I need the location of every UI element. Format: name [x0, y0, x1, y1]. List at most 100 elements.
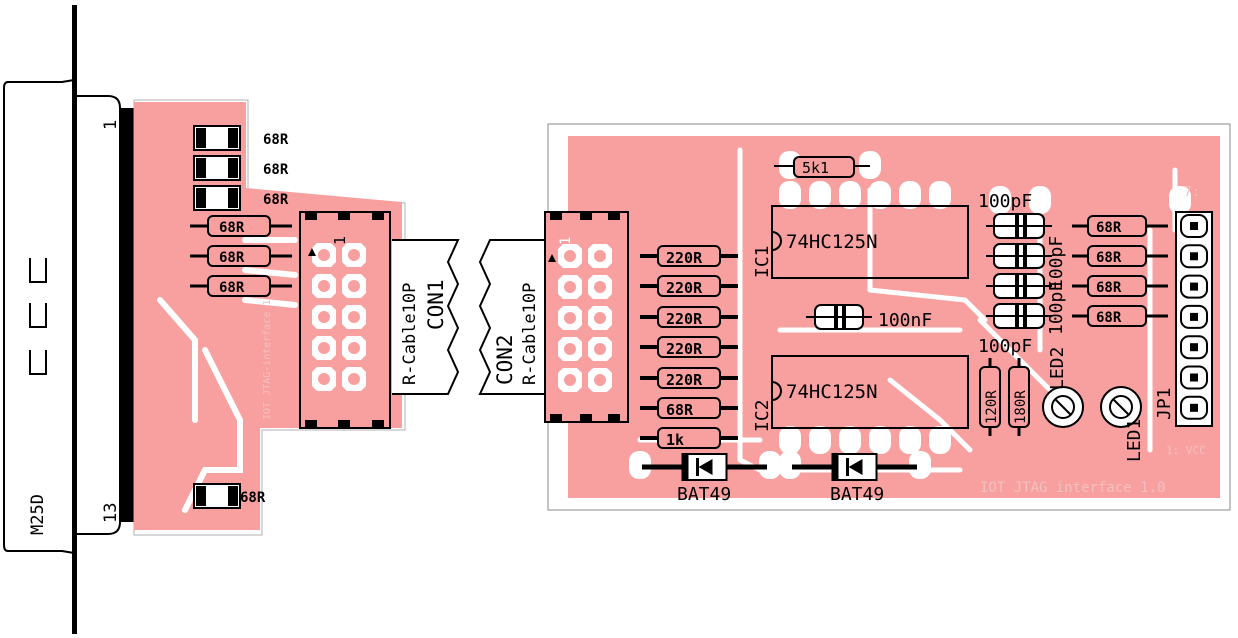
via-pad	[899, 181, 921, 209]
ic1-label: IC1	[752, 245, 773, 278]
con1-type-label: R-Cable10P	[400, 283, 420, 385]
series-resistor: 220R	[640, 245, 738, 267]
left-adapter-board: 1 IOT JTAG-interface 1.0 68R68R68R68R68R…	[133, 99, 406, 536]
series-resistor-label: 68R	[666, 401, 694, 419]
resistor-5k1-label: 5k1	[802, 159, 829, 177]
series-resistor: 220R	[640, 275, 738, 297]
jp1-vcc-label: 1: VCC	[1166, 444, 1206, 457]
con1-label: CON1	[424, 279, 448, 330]
series-resistor-label: 220R	[666, 371, 703, 389]
series-resistor-label: 1k	[666, 431, 684, 449]
via-pad	[869, 181, 891, 209]
via-pad	[779, 181, 801, 209]
right-board-silk-text: IOT JTAG interface 1.0	[980, 480, 1165, 496]
series-resistor: 68R	[640, 397, 738, 419]
filter-cap	[986, 213, 1052, 239]
con1-pin1-label: 1	[331, 236, 349, 245]
left-smd-resistor-label: 68R	[240, 490, 266, 506]
board-vias	[629, 151, 1191, 479]
output-resistor: 68R	[1072, 215, 1168, 237]
cap-label-3: 100pF	[978, 336, 1032, 357]
via-pad	[779, 451, 801, 479]
con2-pads	[558, 244, 612, 392]
output-resistors: 68R 68R 68R 68R	[1072, 215, 1168, 327]
con1-pads	[312, 243, 366, 391]
left-axial-resistor: 68R	[190, 245, 292, 267]
ic2: 74HC125N IC2	[752, 355, 969, 432]
con2-type-label: R-Cable10P	[520, 283, 540, 385]
connector-pin-first: 1	[101, 120, 121, 130]
diode-label-1: BAT49	[830, 484, 884, 505]
series-resistor: 220R	[640, 306, 738, 328]
via-pad	[759, 451, 781, 479]
filter-caps	[986, 213, 1052, 329]
cap-label-2: 100pF	[1046, 281, 1067, 335]
via-pad	[899, 426, 921, 454]
output-resistor: 68R	[1072, 275, 1168, 297]
jp1-pins	[1180, 214, 1208, 420]
ribbon-cable-right: CON2 R-Cable10P	[478, 239, 546, 395]
via-pad	[809, 426, 831, 454]
via-pad	[909, 451, 931, 479]
left-smd-resistor: 68R	[193, 155, 289, 181]
via-pad	[809, 181, 831, 209]
resistor-120r: 120R	[979, 358, 1001, 436]
left-smd-resistor-label: 68R	[263, 192, 289, 208]
via-pad	[629, 451, 651, 479]
via-pad	[989, 186, 1011, 214]
ic1: 74HC125N IC1	[752, 205, 969, 279]
output-resistor-label: 68R	[1096, 250, 1122, 266]
via-pad	[869, 426, 891, 454]
via-pad	[779, 426, 801, 454]
left-smd-resistor: 68R	[193, 125, 289, 151]
series-resistor-label: 220R	[666, 310, 703, 328]
series-resistor: 220R	[640, 336, 738, 358]
left-smd-resistor-label: 68R	[263, 162, 289, 178]
diode-label-0: BAT49	[677, 484, 731, 505]
cap-label-0: 100pF	[978, 191, 1032, 212]
via-pad	[1169, 186, 1191, 214]
via-pad	[1029, 186, 1051, 214]
output-resistor-label: 68R	[1096, 280, 1122, 296]
series-resistor-label: 220R	[666, 279, 703, 297]
via-pad	[839, 181, 861, 209]
ic2-part: 74HC125N	[786, 381, 878, 403]
resistor-5k1: 5k1	[774, 156, 870, 178]
series-resistor: 220R	[640, 367, 738, 389]
output-resistor: 68R	[1072, 305, 1168, 327]
left-axial-resistor: 68R	[190, 275, 292, 297]
right-main-board: 1 74HC125N IC1 74HC125N IC2 100nF 5k1	[544, 123, 1231, 511]
ic2-label: IC2	[752, 399, 773, 432]
cap-100nf-label: 100nF	[878, 310, 932, 331]
output-resistor: 68R	[1072, 245, 1168, 267]
led1: LED1	[1100, 386, 1145, 462]
connector-pin-last: 13	[101, 503, 121, 523]
led2-label: LED2	[1047, 347, 1068, 390]
filter-cap	[986, 303, 1052, 329]
diodes	[642, 453, 917, 481]
output-resistor-label: 68R	[1096, 310, 1122, 326]
series-resistor-label: 220R	[666, 249, 703, 267]
connector-slots	[29, 258, 47, 375]
cap-100nf: 100nF	[806, 304, 932, 331]
resistor-120r-label: 120R	[984, 390, 1000, 424]
left-smd-resistor: 68R	[193, 483, 266, 509]
jp1-label: JP1	[1154, 387, 1175, 420]
series-resistor: 1k	[640, 427, 738, 449]
left-axial-resistor-label: 68R	[219, 250, 245, 266]
via-pad	[929, 426, 951, 454]
left-axial-resistor-label: 68R	[219, 220, 245, 236]
jp1-header: JP1 7: 1: VCC	[1154, 185, 1213, 457]
resistor-180r-label: 180R	[1013, 390, 1029, 424]
left-axial-resistor: 68R	[190, 215, 292, 237]
cap-label-1: 100pF	[1046, 236, 1067, 290]
left-smd-resistor: 68R	[193, 185, 289, 211]
filter-cap	[986, 243, 1052, 269]
via-pad	[929, 181, 951, 209]
filter-cap	[986, 273, 1052, 299]
con2-pin1-label: 1	[558, 237, 574, 245]
via-pad	[839, 426, 861, 454]
left-axial-resistor-label: 68R	[219, 280, 245, 296]
resistor-180r: 180R	[1008, 358, 1030, 436]
